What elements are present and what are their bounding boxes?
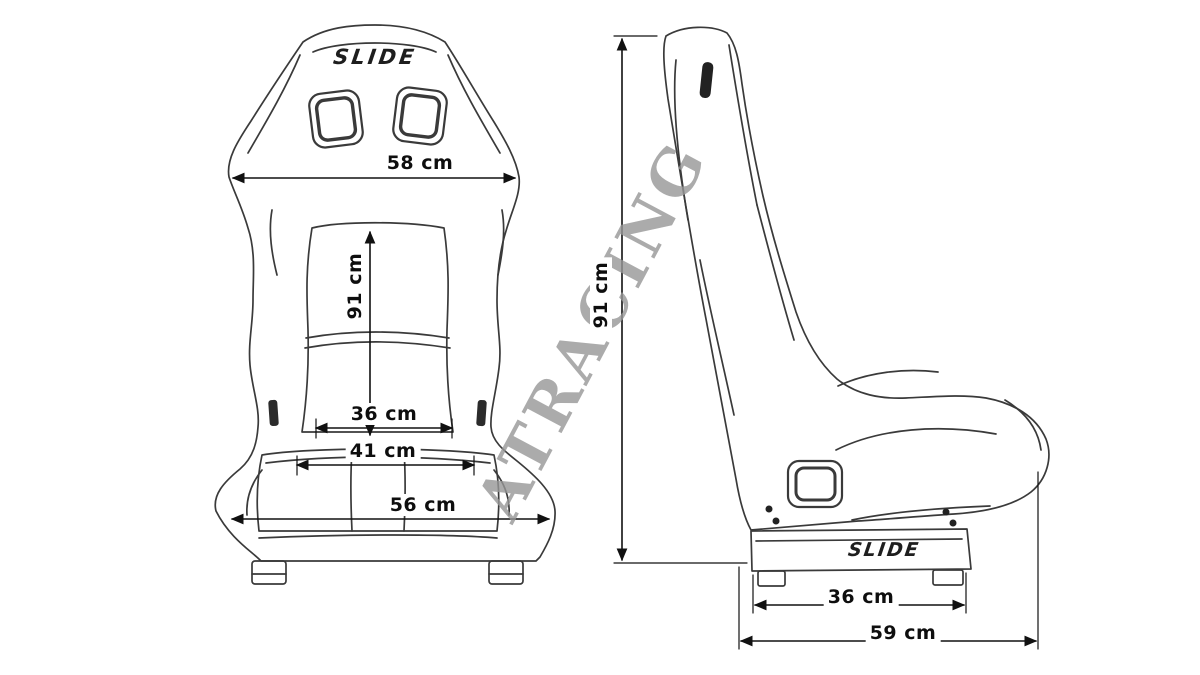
harness-hole-left (308, 89, 364, 149)
brand-logo-side-plate: SLIDE (846, 539, 922, 561)
side-view-drawing (663, 26, 1050, 587)
dimension-lines (230, 35, 1039, 650)
dim-label-front-height: 91 cm (344, 248, 366, 324)
side-shell-outline (663, 26, 1050, 531)
dim-label-front-base-width: 56 cm (385, 494, 461, 516)
dim-label-side-height: 91 cm (590, 257, 612, 333)
dim-label-front-seat-inner-width: 36 cm (346, 403, 422, 425)
front-feet (251, 560, 524, 585)
front-shell-outline (214, 24, 556, 562)
seat-cushion (256, 448, 500, 532)
waist-slot-left (268, 399, 279, 427)
dim-label-side-mount-length: 36 cm (823, 586, 899, 608)
side-harness-hole (786, 459, 844, 509)
mount-bolts (765, 505, 957, 527)
backrest-panel (301, 221, 454, 433)
dim-label-front-cushion-width: 41 cm (345, 440, 421, 462)
base-mount-plate (750, 528, 972, 572)
brand-logo-front: SLIDE (331, 45, 419, 69)
front-view-drawing (214, 24, 556, 585)
headrest-slot (699, 62, 714, 99)
dim-label-front-shoulder-width: 58 cm (382, 152, 458, 174)
dim-label-side-total-depth: 59 cm (865, 622, 941, 644)
side-feet (757, 569, 964, 587)
harness-hole-right (392, 86, 448, 146)
waist-slot-right (476, 399, 487, 427)
